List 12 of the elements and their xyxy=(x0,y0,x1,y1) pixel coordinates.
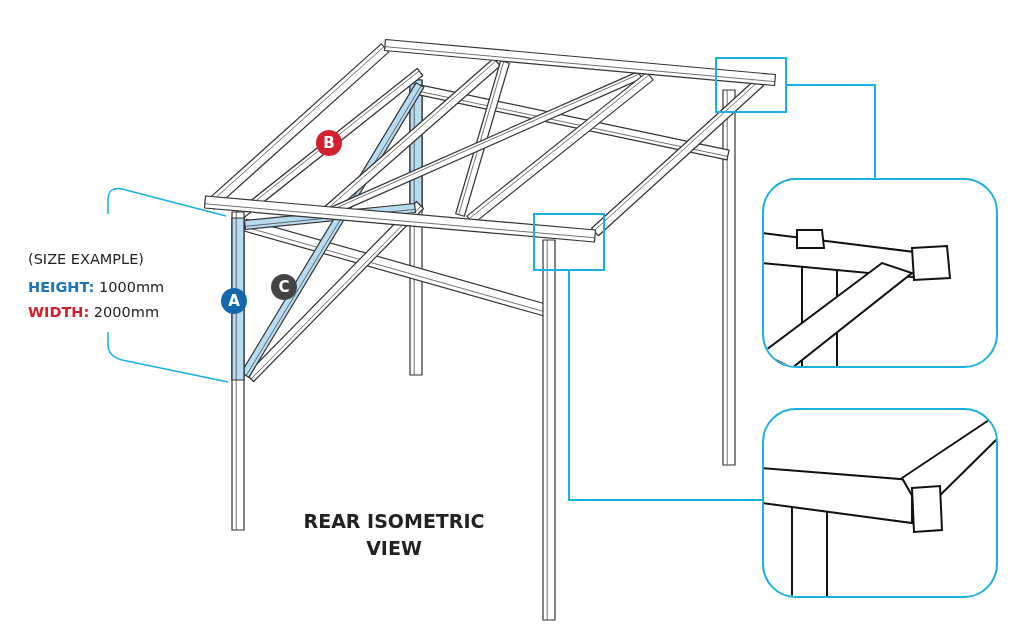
detail-marker xyxy=(533,213,605,271)
leader-line xyxy=(786,84,876,179)
detail-inset xyxy=(762,178,998,368)
view-caption: REAR ISOMETRIC VIEW xyxy=(302,509,486,561)
callout-letter: C xyxy=(271,274,297,300)
size-note: WIDTH: 2000mm xyxy=(28,304,159,320)
callout-letter: A xyxy=(221,288,247,314)
detail-marker xyxy=(715,57,787,113)
size-note: HEIGHT: 1000mm xyxy=(28,279,165,295)
callout-letter: B xyxy=(316,130,342,156)
leader-line xyxy=(568,270,763,501)
size-note: (SIZE EXAMPLE) xyxy=(28,251,144,267)
